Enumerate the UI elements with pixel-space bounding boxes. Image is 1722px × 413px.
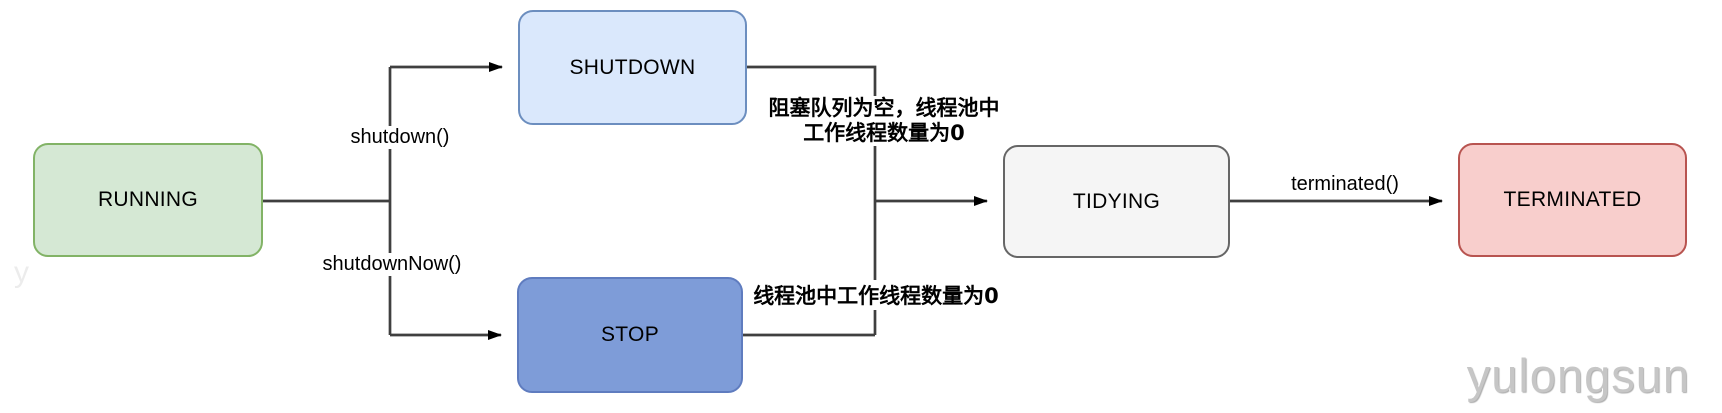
condition-line-2: 工作线程数量为0 (803, 121, 965, 145)
edge-label-stop-to-tidying-condition: 线程池中工作线程数量为0 (750, 280, 1002, 310)
state-node-stop: STOP (517, 277, 743, 393)
edge-label-shutdown-now-call: shutdownNow() (319, 253, 465, 276)
edge-label-shutdown-call: shutdown() (347, 126, 453, 149)
watermark-author: yulongsun (1466, 349, 1690, 402)
state-node-running: RUNNING (33, 143, 263, 257)
state-node-tidying: TIDYING (1003, 145, 1230, 258)
state-node-shutdown: SHUTDOWN (518, 10, 747, 125)
condition-line-1: 阻塞队列为空，线程池中 (768, 96, 1000, 120)
state-node-terminated: TERMINATED (1458, 143, 1687, 257)
edge-label-terminated-call: terminated() (1288, 173, 1402, 196)
edge-shutdown-to-junction-right (747, 65, 877, 335)
watermark-fragment: y (14, 256, 29, 289)
edge-label-shutdown-to-tidying-condition: 阻塞队列为空，线程池中 工作线程数量为0 (765, 96, 1003, 146)
